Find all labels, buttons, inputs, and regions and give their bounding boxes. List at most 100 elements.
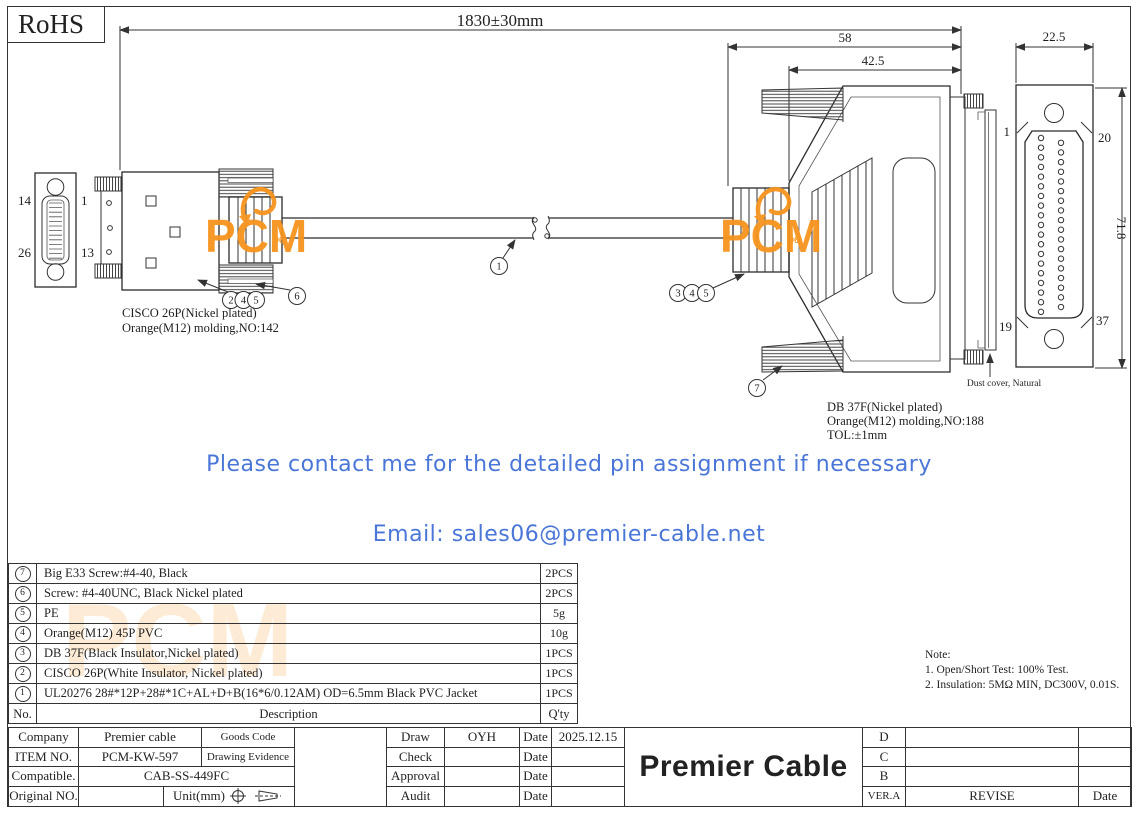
left-connector-face-view: 14 1 26 13 xyxy=(18,172,94,288)
audit-date-value xyxy=(552,786,625,806)
date-label: Date xyxy=(520,747,552,767)
bom-item-no: 6 xyxy=(9,584,37,604)
svg-text:06: 06 xyxy=(274,235,284,245)
svg-text:2: 2 xyxy=(228,296,233,307)
svg-text:DB 37F(Nickel plated): DB 37F(Nickel plated) xyxy=(827,400,942,414)
pcm-watermark-right: PCM 06 xyxy=(720,186,822,262)
bom-item-qty: 2PCS xyxy=(541,584,577,604)
original-no-label: Original NO. xyxy=(9,786,79,806)
svg-text:42.5: 42.5 xyxy=(862,53,885,68)
svg-text:4: 4 xyxy=(241,296,247,307)
svg-text:Dust cover, Natural: Dust cover, Natural xyxy=(967,379,1042,389)
svg-text:PCM: PCM xyxy=(720,210,822,262)
svg-text:22.5: 22.5 xyxy=(1043,29,1066,44)
callout-1: 1 xyxy=(490,239,516,275)
right-connector-caption: DB 37F(Nickel plated) Orange(M12) moldin… xyxy=(827,400,984,442)
rev-date-cell xyxy=(1079,767,1131,787)
revise-label: REVISE xyxy=(906,786,1079,806)
projection-symbol xyxy=(230,788,281,805)
compatible-value: CAB-SS-449FC xyxy=(79,767,295,787)
check-label: Check xyxy=(387,747,445,767)
db37-pins xyxy=(1037,134,1065,316)
check-date-value xyxy=(552,747,625,767)
company-value: Premier cable xyxy=(79,728,202,748)
svg-text:4: 4 xyxy=(689,289,695,300)
bom-item-desc: PE xyxy=(37,604,541,624)
audit-label: Audit xyxy=(387,786,445,806)
note-item: 2. Insulation: 5MΩ MIN, DC300V, 0.01S. xyxy=(925,679,1120,691)
rohs-badge: RoHS xyxy=(8,7,105,43)
svg-text:CISCO 26P(Nickel plated): CISCO 26P(Nickel plated) xyxy=(122,306,257,320)
bom-item-qty: 5g xyxy=(541,604,577,624)
pin-label-14: 14 xyxy=(18,193,32,208)
left-connector-caption: CISCO 26P(Nickel plated) Orange(M12) mol… xyxy=(122,306,279,335)
bom-item-qty: 1PCS xyxy=(541,684,577,704)
pin-label-26: 26 xyxy=(18,245,32,260)
bom-header-no: No. xyxy=(9,704,37,724)
rev-desc-cell xyxy=(906,767,1079,787)
bom-item-qty: 1PCS xyxy=(541,664,577,684)
pin-label-13: 13 xyxy=(81,245,94,260)
ver-label: VER.A xyxy=(863,786,906,806)
bom-item-no: 5 xyxy=(9,604,37,624)
db37-backshell-side-view xyxy=(761,85,997,373)
bom-item-desc: Orange(M12) 45P PVC xyxy=(37,624,541,644)
svg-text:58: 58 xyxy=(839,30,852,45)
bom-item-desc: Screw: #4-40UNC, Black Nickel plated xyxy=(37,584,541,604)
pin-label-1-left: 1 xyxy=(81,193,88,208)
bom-header-qty: Q'ty xyxy=(548,706,570,721)
rev-row-c: C xyxy=(863,747,906,767)
bom-item-no: 4 xyxy=(9,624,37,644)
dimension-22-5: 22.5 xyxy=(1015,29,1094,83)
cable xyxy=(282,216,733,240)
callout-3-4-5-right: 3 4 5 xyxy=(669,273,745,302)
svg-text:6: 6 xyxy=(294,292,299,303)
callout-7: 7 xyxy=(748,365,783,397)
pin-label-19: 19 xyxy=(999,319,1012,334)
svg-text:5: 5 xyxy=(253,296,258,307)
bom-item-no: 2 xyxy=(9,664,37,684)
rev-row-d: D xyxy=(863,728,906,748)
compatible-label: Compatible. xyxy=(9,767,79,787)
bom-header-description: Description xyxy=(37,704,541,724)
bom-item-qty: 10g xyxy=(541,624,577,644)
callout-6: 6 xyxy=(255,281,306,305)
draw-date-value: 2025.12.15 xyxy=(552,728,625,748)
rev-date-cell xyxy=(1079,748,1131,767)
svg-text:Orange(M12) molding,NO:188: Orange(M12) molding,NO:188 xyxy=(827,414,984,428)
pcm-watermark-left: PCM 06 xyxy=(205,186,307,262)
bom-item-no: 1 xyxy=(9,684,37,704)
check-value xyxy=(445,747,520,767)
rev-desc-cell xyxy=(906,747,1079,767)
unit-label: Unit(mm) xyxy=(173,788,225,804)
dimension-58: 58 xyxy=(727,30,962,186)
bom-item-qty: 1PCS xyxy=(541,644,577,664)
callout-2-4-5-left: 2 4 5 xyxy=(197,279,265,309)
svg-text:Orange(M12) molding,NO:142: Orange(M12) molding,NO:142 xyxy=(122,321,279,335)
date-label: Date xyxy=(520,728,552,748)
svg-text:7: 7 xyxy=(754,384,759,395)
dimension-overall-length: 1830±30mm xyxy=(119,11,962,170)
rev-date-cell xyxy=(1079,728,1131,748)
draw-value: OYH xyxy=(445,728,520,748)
rev-date-label: Date xyxy=(1092,788,1118,804)
dimension-71-8: 71.8 xyxy=(1095,87,1129,369)
pin-label-20: 20 xyxy=(1098,130,1111,145)
pin-label-1-right: 1 xyxy=(1004,124,1011,139)
goods-code-label: Goods Code xyxy=(202,728,295,748)
svg-text:06: 06 xyxy=(789,235,799,245)
bom-item-no: 3 xyxy=(9,644,37,664)
db37-face-view: 1 20 19 37 xyxy=(999,84,1111,368)
rev-desc-cell xyxy=(906,728,1079,748)
bom-item-qty: 2PCS xyxy=(541,564,577,584)
svg-text:1: 1 xyxy=(496,262,501,273)
left-connector-side-view xyxy=(94,168,283,294)
rev-row-b: B xyxy=(863,767,906,787)
title-block: Company Premier cable Goods Code Draw OY… xyxy=(8,727,1132,807)
approval-date-value xyxy=(552,767,625,787)
svg-text:71.8: 71.8 xyxy=(1114,217,1129,240)
note-title: Note: xyxy=(925,649,951,661)
notes-block: Note: 1. Open/Short Test: 100% Test. 2. … xyxy=(925,648,1137,693)
